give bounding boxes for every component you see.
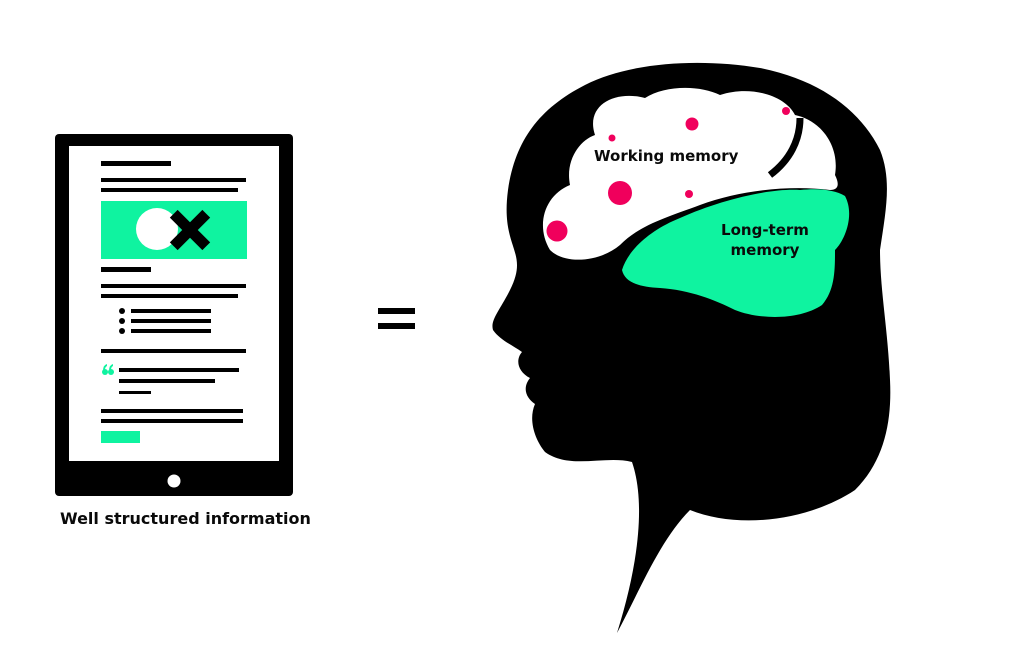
brain-fold	[767, 117, 804, 178]
tablet-caption: Well structured information	[60, 509, 311, 528]
bullet-line	[131, 319, 211, 323]
long-term-memory-label-line2: memory	[730, 241, 800, 259]
quote-line	[119, 368, 239, 372]
memory-dot	[546, 220, 568, 242]
doc-text-line	[101, 284, 246, 288]
circle-shape-icon	[136, 208, 178, 250]
cross-icon	[169, 209, 211, 251]
bullet-line	[131, 329, 211, 333]
long-term-memory-label-line1: Long-term	[721, 221, 809, 239]
equals-sign	[378, 308, 415, 329]
memory-dots	[546, 107, 790, 242]
tablet-screen	[69, 146, 279, 461]
brain-working-memory	[542, 87, 838, 260]
tablet-home-button	[167, 474, 181, 488]
memory-dot	[608, 134, 616, 142]
memory-dot	[608, 181, 632, 205]
quote-icon	[102, 364, 114, 375]
brain-long-term-memory	[622, 189, 850, 317]
bullet-icon	[119, 308, 125, 314]
doc-heading-line	[101, 161, 171, 166]
memory-dot	[685, 190, 693, 198]
working-memory-label: Working memory	[594, 147, 739, 165]
memory-dot	[782, 107, 790, 115]
long-term-memory-label: Long-term memory	[700, 220, 830, 260]
quote-line	[119, 379, 215, 383]
doc-text-line	[101, 294, 238, 298]
tablet	[55, 134, 293, 496]
doc-green-button	[101, 431, 140, 443]
doc-text-line	[101, 178, 246, 182]
doc-text-line	[101, 409, 243, 413]
doc-text-line	[101, 188, 238, 192]
memory-dot	[685, 117, 699, 131]
doc-text-line	[101, 349, 246, 353]
bullet-icon	[119, 318, 125, 324]
quote-line	[119, 391, 151, 394]
bullet-line	[131, 309, 211, 313]
doc-text-line	[101, 419, 243, 423]
doc-subheading-line	[101, 267, 151, 272]
bullet-icon	[119, 328, 125, 334]
